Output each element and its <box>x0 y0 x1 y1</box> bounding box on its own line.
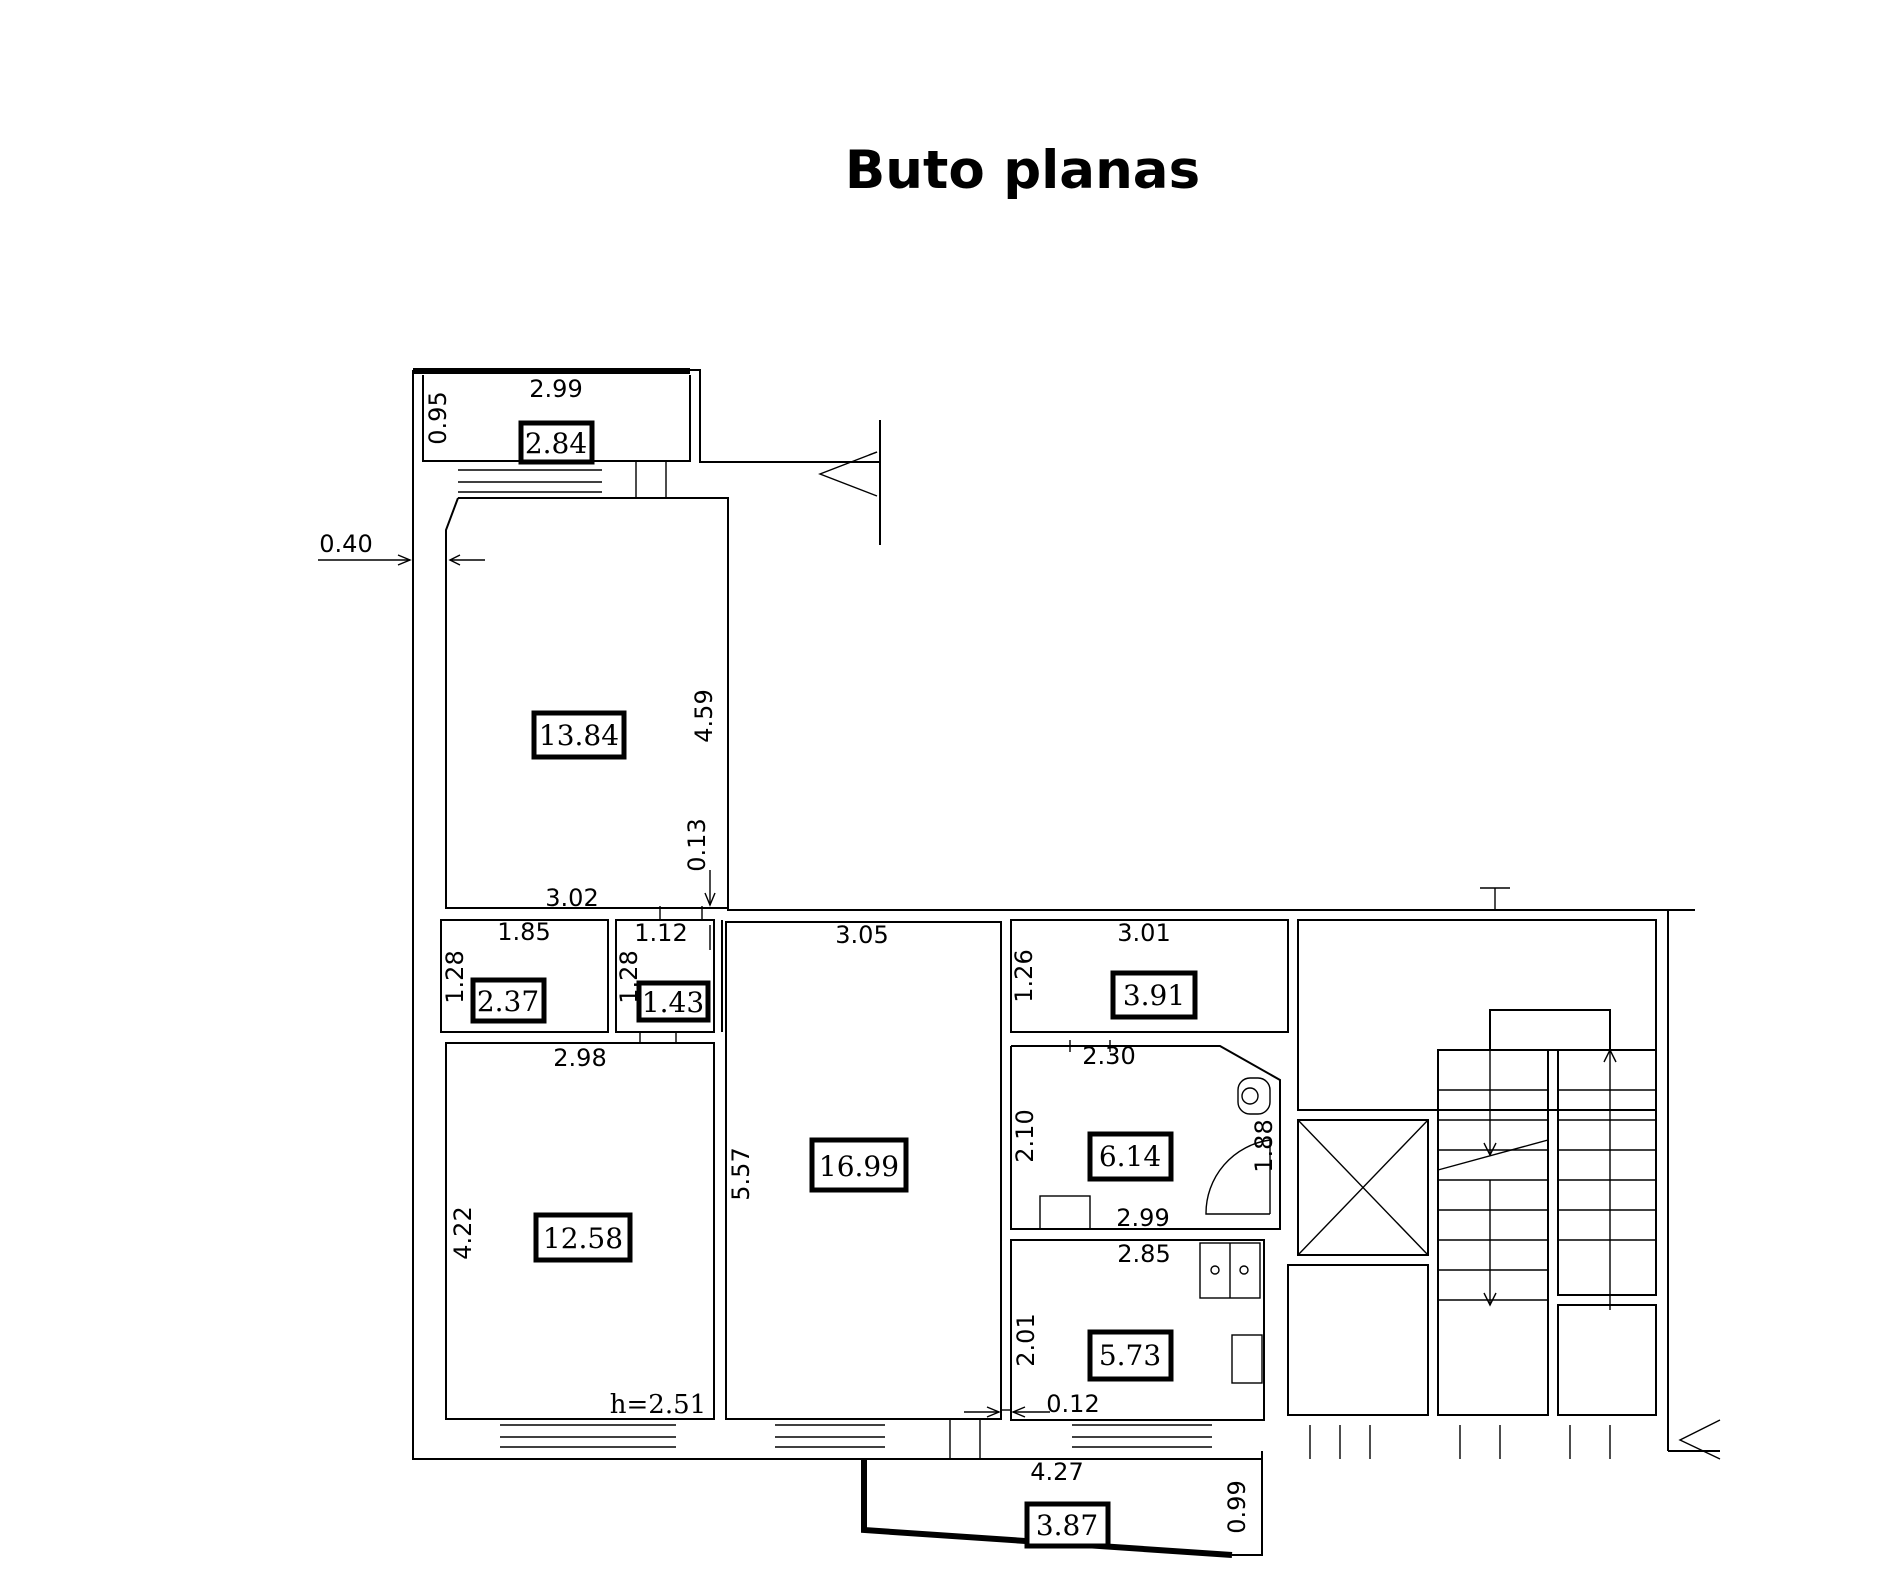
dim-room-left-w: 2.98 <box>553 1044 606 1072</box>
dim-small-a-w: 1.85 <box>497 918 550 946</box>
dim-balcony-top-w: 2.99 <box>529 375 582 403</box>
area-small-b: 1.43 <box>642 986 704 1019</box>
area-labels: 2.84 13.84 2.37 1.43 12.58 16.99 3.91 6.… <box>470 420 1198 1549</box>
dim-balcony-bottom-h: 0.99 <box>1223 1480 1251 1533</box>
dim-kitchen-h: 2.01 <box>1012 1313 1040 1366</box>
area-bathroom: 6.14 <box>1099 1140 1161 1173</box>
room-top <box>445 497 729 909</box>
dim-bath-w-top: 2.30 <box>1082 1042 1135 1070</box>
break-marker-top <box>818 451 878 497</box>
dim-room-top-h: 4.59 <box>690 689 718 742</box>
outer-walls <box>412 369 1720 1460</box>
dim-bath-h-right: 1.88 <box>1250 1119 1278 1172</box>
area-corridor: 3.91 <box>1123 979 1185 1012</box>
dim-offset: 0.13 <box>683 818 711 871</box>
corridor <box>1000 919 1289 1420</box>
staircase <box>1287 887 1721 1460</box>
dim-wall-thickness: 0.40 <box>319 530 372 558</box>
dim-small-a-h: 1.28 <box>441 950 469 1003</box>
dimension-leaders <box>318 554 1050 1418</box>
dim-corridor-h: 1.26 <box>1010 949 1038 1002</box>
page-title: Buto planas <box>844 140 1201 201</box>
dimension-labels: 2.99 0.95 0.40 4.59 0.13 3.02 1.85 1.28 … <box>319 375 1278 1534</box>
dim-corridor-w: 3.01 <box>1117 919 1170 947</box>
small-rooms <box>440 906 723 1043</box>
kitchen <box>1001 1239 1265 1448</box>
area-room-left: 12.58 <box>543 1222 623 1255</box>
area-balcony-top: 2.84 <box>525 427 587 460</box>
dim-room-center-h: 5.57 <box>727 1147 755 1200</box>
dim-wall-gap: 0.12 <box>1046 1390 1099 1418</box>
room-left <box>445 1042 715 1448</box>
area-room-top: 13.84 <box>539 719 619 752</box>
ceiling-height-label: h=2.51 <box>610 1390 706 1420</box>
dim-balcony-top-h: 0.95 <box>424 391 452 444</box>
area-balcony-bottom: 3.87 <box>1036 1509 1098 1542</box>
bathroom <box>1010 1040 1281 1230</box>
dim-bath-w-bottom: 2.99 <box>1116 1204 1169 1232</box>
area-small-a: 2.37 <box>477 985 539 1018</box>
dim-kitchen-w: 2.85 <box>1117 1240 1170 1268</box>
dim-room-left-h: 4.22 <box>449 1206 477 1259</box>
dim-room-top-w: 3.02 <box>545 884 598 912</box>
dim-room-center-w: 3.05 <box>835 921 888 949</box>
area-room-center: 16.99 <box>819 1150 899 1183</box>
dim-bath-h-left: 2.10 <box>1011 1109 1039 1162</box>
area-kitchen: 5.73 <box>1099 1339 1161 1372</box>
dim-small-b-w: 1.12 <box>634 919 687 947</box>
dim-balcony-bottom-w: 4.27 <box>1030 1458 1083 1486</box>
dim-small-b-h: 1.28 <box>615 950 643 1003</box>
